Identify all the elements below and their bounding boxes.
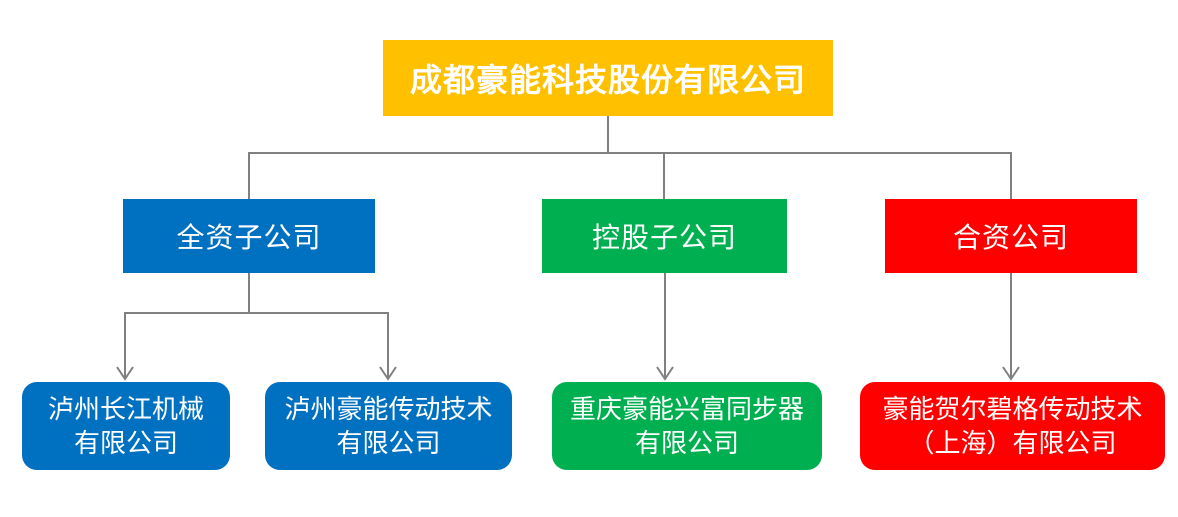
arrowhead-icon: [1002, 366, 1020, 381]
arrowhead-icon: [116, 366, 134, 381]
org-node-luzhou-changjiang-machinery: 泸州长江机械 有限公司: [22, 382, 230, 470]
connector-wholly-owned-elbow: [124, 312, 389, 378]
connector-branch-elbow: [248, 152, 1012, 199]
org-node-parent-company: 成都豪能科技股份有限公司: [383, 40, 833, 116]
arrowhead-icon: [656, 366, 674, 381]
org-node-holding-subsidiaries: 控股子公司: [542, 199, 787, 273]
org-node-luzhou-haoneng-transmission: 泸州豪能传动技术 有限公司: [265, 382, 512, 470]
org-node-haoneng-hoerbiger-shanghai: 豪能贺尔碧格传动技术 （上海）有限公司: [860, 382, 1165, 470]
arrowhead-icon: [379, 366, 397, 381]
org-node-chongqing-haoneng-xingfu-synchronizer: 重庆豪能兴富同步器 有限公司: [552, 382, 822, 470]
org-node-wholly-owned-subsidiaries: 全资子公司: [123, 199, 375, 273]
org-node-joint-ventures: 合资公司: [885, 199, 1137, 273]
